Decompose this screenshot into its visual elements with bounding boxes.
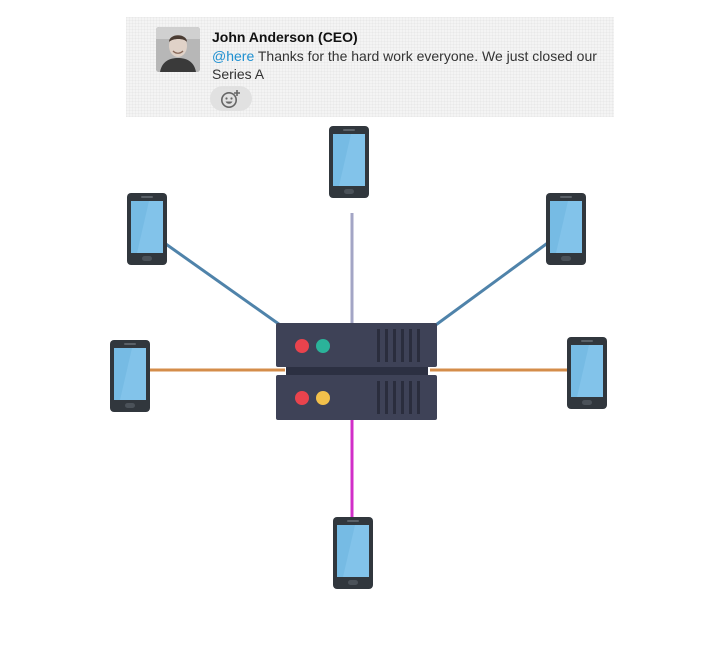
smartphone-icon	[110, 340, 150, 412]
chat-message-card: John Anderson (CEO) @here Thanks for the…	[126, 17, 614, 117]
message-body: Thanks for the hard work everyone. We ju…	[212, 48, 597, 82]
server-rack-icon	[276, 323, 437, 420]
smartphone-icon	[546, 193, 586, 265]
link-upper-left	[162, 240, 284, 329]
add-reaction-button[interactable]	[210, 86, 252, 111]
smartphone-icon	[567, 337, 607, 409]
smartphone-icon	[333, 517, 373, 589]
user-avatar-icon	[156, 27, 200, 72]
mention-link[interactable]: @here	[212, 48, 255, 64]
link-upper-right	[432, 240, 550, 329]
smartphone-icon	[127, 193, 167, 265]
add-reaction-icon	[221, 89, 240, 108]
message-text: @here Thanks for the hard work everyone.…	[212, 47, 604, 83]
avatar[interactable]	[156, 27, 200, 72]
smartphone-icon	[329, 126, 369, 198]
message-author[interactable]: John Anderson (CEO)	[212, 29, 358, 45]
